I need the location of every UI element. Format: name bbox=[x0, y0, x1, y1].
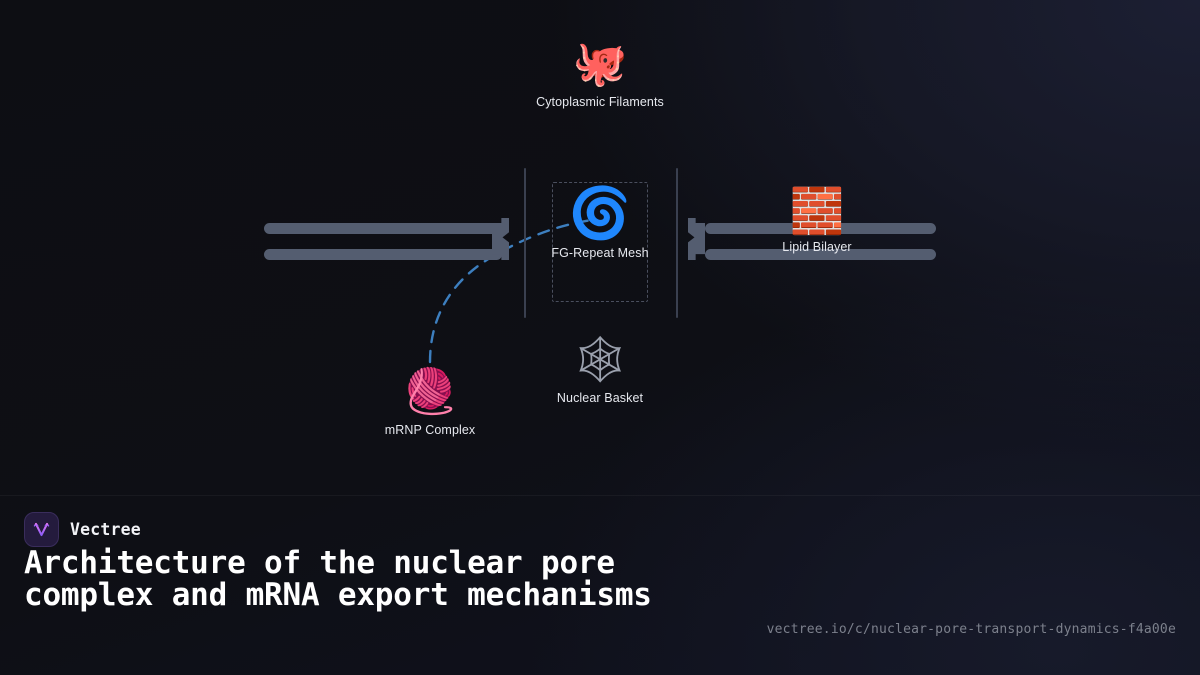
node-label-cytoplasmic-filaments: Cytoplasmic Filaments bbox=[536, 95, 664, 109]
octopus-icon: 🐙 bbox=[572, 38, 628, 89]
right-membrane-inner-leaflet bbox=[705, 249, 936, 260]
cyclone-icon: 🌀 bbox=[568, 184, 632, 242]
vectree-logo-icon bbox=[24, 512, 59, 547]
pore-channel-left-wall bbox=[524, 168, 526, 318]
yarn-icon: 🧶 bbox=[402, 366, 458, 417]
brick-icon: 🧱 bbox=[789, 186, 845, 237]
fg-repeat-mesh-boundary bbox=[552, 182, 648, 302]
diagram-area: 🐙 Cytoplasmic Filaments 🌀 FG-Repeat Mesh… bbox=[264, 38, 936, 438]
node-label-fg-repeat-mesh: FG-Repeat Mesh bbox=[551, 246, 649, 260]
footer: Vectree Architecture of the nuclear pore… bbox=[0, 495, 1200, 675]
brand[interactable]: Vectree bbox=[24, 512, 141, 547]
node-mrnp-complex[interactable]: 🧶 mRNP Complex bbox=[370, 366, 490, 438]
spider-web-icon: 🕸 bbox=[570, 332, 630, 386]
node-lipid-bilayer[interactable]: 🧱 Lipid Bilayer bbox=[757, 186, 877, 255]
node-cytoplasmic-filaments[interactable]: 🐙 Cytoplasmic Filaments bbox=[490, 38, 710, 110]
source-url: vectree.io/c/nuclear-pore-transport-dyna… bbox=[766, 622, 1176, 637]
node-fg-repeat-mesh[interactable]: 🌀 FG-Repeat Mesh bbox=[540, 188, 660, 260]
pore-channel-right-wall bbox=[676, 168, 678, 318]
node-label-nuclear-basket: Nuclear Basket bbox=[556, 391, 644, 405]
page-title: Architecture of the nuclear pore complex… bbox=[24, 545, 652, 613]
left-membrane-inner-leaflet bbox=[264, 249, 502, 260]
right-membrane-pore-flare bbox=[688, 218, 705, 260]
brand-name: Vectree bbox=[70, 520, 141, 539]
right-membrane bbox=[688, 218, 936, 262]
left-membrane bbox=[264, 218, 514, 262]
left-membrane-pore-flare bbox=[492, 218, 509, 260]
node-label-mrnp-complex: mRNP Complex bbox=[384, 423, 476, 437]
left-membrane-outer-leaflet bbox=[264, 223, 502, 234]
node-label-lipid-bilayer: Lipid Bilayer bbox=[782, 240, 852, 254]
node-nuclear-basket[interactable]: 🕸 Nuclear Basket bbox=[540, 336, 660, 405]
right-membrane-outer-leaflet bbox=[705, 223, 936, 234]
